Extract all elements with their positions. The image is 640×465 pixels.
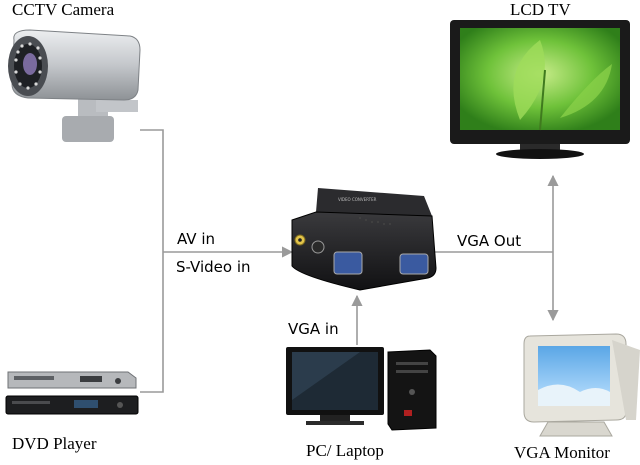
svideo-in-label: S-Video in bbox=[176, 258, 251, 276]
lcd-tv-label: LCD TV bbox=[510, 0, 571, 19]
vga-monitor-icon bbox=[523, 333, 640, 437]
dvd-line bbox=[140, 252, 164, 393]
cctv-camera-icon bbox=[8, 29, 141, 142]
vga-out-label: VGA Out bbox=[457, 232, 522, 250]
cctv-camera-label: CCTV Camera bbox=[12, 0, 115, 19]
vga-monitor-label: VGA Monitor bbox=[514, 443, 610, 462]
cctv-line bbox=[140, 129, 164, 252]
vga-in-label: VGA in bbox=[288, 320, 339, 338]
svg-text:VIDEO CONVERTER: VIDEO CONVERTER bbox=[338, 197, 377, 202]
lcd-tv-icon bbox=[450, 20, 630, 159]
dvd-player-icon bbox=[5, 371, 139, 415]
pc-laptop-label: PC/ Laptop bbox=[306, 441, 384, 460]
converter-box-icon: VIDEO CONVERTER bbox=[291, 188, 437, 291]
connection-lines bbox=[140, 129, 559, 393]
dvd-player-label: DVD Player bbox=[12, 434, 97, 453]
av-in-label: AV in bbox=[177, 230, 216, 248]
pc-laptop-icon bbox=[286, 347, 437, 431]
